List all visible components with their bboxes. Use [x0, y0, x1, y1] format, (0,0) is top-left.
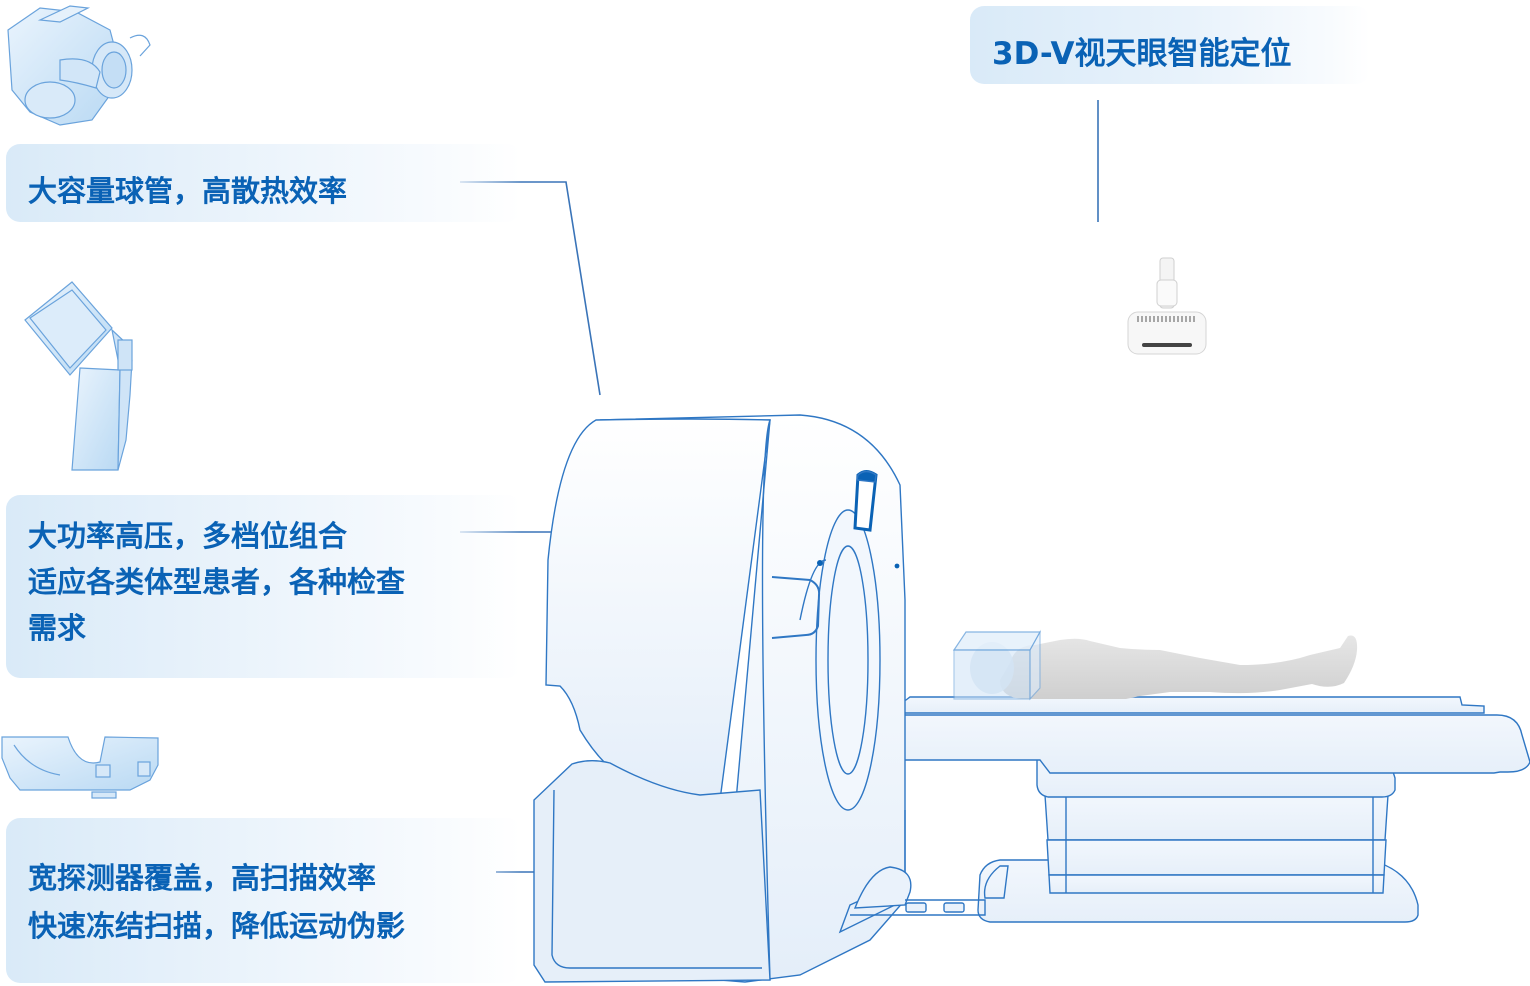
generator-icon [24, 281, 133, 471]
feature-text: 快速冻结扫描，降低运动伪影 [28, 909, 406, 943]
3d-camera-device [1127, 257, 1207, 355]
x-ray-tube-icon [7, 5, 151, 126]
head-holder [952, 629, 1042, 701]
detector-icon [1, 736, 159, 799]
feature-card-tube: 大容量球管，高散热效率 [6, 144, 521, 222]
feature-card-detector: 宽探测器覆盖，高扫描效率 快速冻结扫描，降低运动伪影 [6, 818, 521, 983]
feature-text: 需求 [28, 611, 87, 645]
patient-table [891, 696, 1530, 923]
feature-card-high-voltage: 大功率高压，多档位组合 适应各类体型患者，各种检查 需求 [6, 495, 521, 678]
feature-text: 宽探测器覆盖，高扫描效率 [28, 861, 377, 895]
feature-card-3d-positioning: 3D-V视天眼智能定位 [970, 6, 1370, 84]
feature-text: 大容量球管，高散热效率 [28, 174, 348, 208]
feature-text: 适应各类体型患者，各种检查 [28, 565, 406, 599]
feature-text: 3D-V视天眼智能定位 [992, 36, 1292, 72]
feature-text: 大功率高压，多档位组合 [28, 519, 348, 553]
gantry [533, 414, 986, 983]
